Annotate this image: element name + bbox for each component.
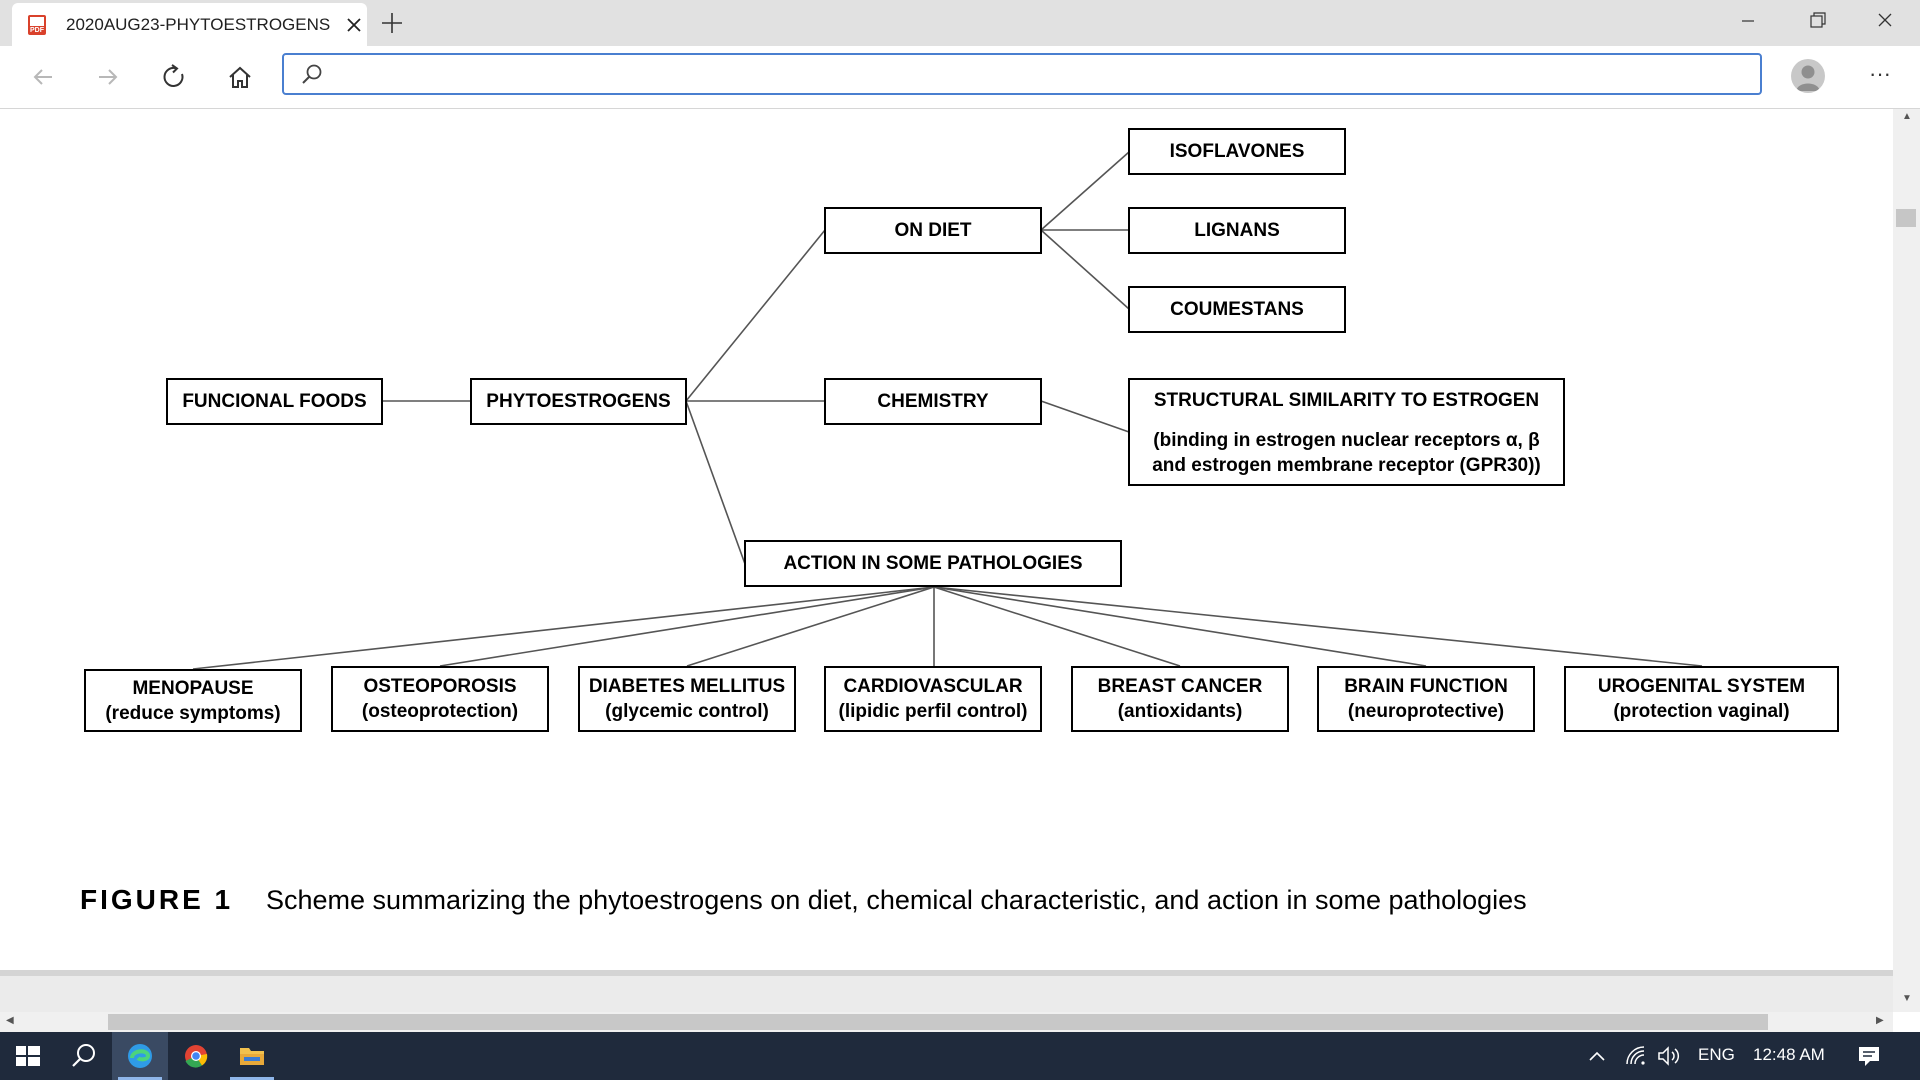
node-title: STRUCTURAL SIMILARITY TO ESTROGEN bbox=[1153, 390, 1540, 411]
vertical-scrollbar[interactable]: ▲ ▼ bbox=[1893, 109, 1920, 1012]
node-detail-line: and estrogen membrane receptor (GPR30)) bbox=[1152, 455, 1541, 476]
node-pathology: BREAST CANCER (antioxidants) bbox=[1071, 666, 1289, 732]
user-icon bbox=[1796, 65, 1820, 91]
horizontal-scrollbar[interactable]: ◀ ▶ bbox=[0, 1012, 1893, 1032]
node-funcional-foods: FUNCIONAL FOODS bbox=[166, 378, 383, 425]
node-subtitle: (glycemic control) bbox=[605, 701, 769, 722]
node-subtitle: (protection vaginal) bbox=[1613, 701, 1790, 722]
close-window-icon[interactable] bbox=[1863, 6, 1907, 36]
home-icon[interactable] bbox=[225, 62, 255, 92]
node-label: FUNCIONAL FOODS bbox=[182, 391, 367, 412]
node-title: BRAIN FUNCTION bbox=[1344, 676, 1508, 697]
more-options-icon[interactable]: ··· bbox=[1869, 61, 1891, 86]
node-pathology: OSTEOPOROSIS (osteoprotection) bbox=[331, 666, 549, 732]
node-label: COUMESTANS bbox=[1170, 299, 1304, 320]
search-icon bbox=[302, 64, 322, 84]
tab-bar: PDF 2020AUG23-PHYTOESTROGENS bbox=[0, 0, 1920, 46]
diagram-connectors bbox=[192, 151, 1703, 670]
edge-icon[interactable] bbox=[112, 1032, 168, 1080]
windows-start-icon[interactable] bbox=[0, 1032, 56, 1080]
node-subtitle: (neuroprotective) bbox=[1347, 701, 1505, 722]
taskbar: ENG 12:48 AM bbox=[0, 1032, 1920, 1080]
node-lignans: LIGNANS bbox=[1128, 207, 1346, 254]
restore-icon[interactable] bbox=[1795, 6, 1839, 36]
page-gap bbox=[0, 970, 1893, 1012]
profile-avatar[interactable] bbox=[1791, 59, 1825, 93]
forward-icon[interactable] bbox=[93, 62, 123, 92]
network-wifi-icon[interactable] bbox=[1624, 1044, 1648, 1068]
node-subtitle: (osteoprotection) bbox=[361, 701, 519, 722]
node-title: CARDIOVASCULAR bbox=[843, 676, 1023, 697]
node-title: MENOPAUSE bbox=[132, 677, 254, 699]
pdf-icon: PDF bbox=[28, 15, 46, 35]
search-icon[interactable] bbox=[56, 1032, 112, 1080]
node-subtitle: (reduce symptoms) bbox=[105, 702, 281, 724]
node-title: UROGENITAL SYSTEM bbox=[1597, 676, 1806, 697]
new-tab-icon[interactable] bbox=[379, 10, 405, 36]
active-app-indicator bbox=[230, 1077, 274, 1080]
node-structural-similarity: STRUCTURAL SIMILARITY TO ESTROGEN (bindi… bbox=[1128, 378, 1565, 486]
back-icon[interactable] bbox=[28, 62, 58, 92]
scroll-down-icon[interactable]: ▼ bbox=[1902, 993, 1912, 1004]
pdf-document-view: FUNCIONAL FOODS PHYTOESTROGENS ON DIET C… bbox=[0, 109, 1893, 969]
node-label: ACTION IN SOME PATHOLOGIES bbox=[783, 553, 1083, 574]
node-on-diet: ON DIET bbox=[824, 207, 1042, 254]
active-app-indicator bbox=[118, 1077, 162, 1080]
close-tab-icon[interactable] bbox=[342, 13, 366, 37]
scroll-left-icon[interactable]: ◀ bbox=[6, 1015, 14, 1026]
node-subtitle: (antioxidants) bbox=[1117, 701, 1243, 722]
node-label: ISOFLAVONES bbox=[1169, 141, 1305, 162]
show-hidden-icons-icon[interactable] bbox=[1587, 1046, 1607, 1066]
node-pathology: CARDIOVASCULAR (lipidic perfil control) bbox=[824, 666, 1042, 732]
notifications-icon[interactable] bbox=[1856, 1043, 1882, 1069]
language-indicator[interactable]: ENG bbox=[1698, 1045, 1735, 1064]
refresh-icon[interactable] bbox=[159, 62, 189, 92]
node-title: OSTEOPOROSIS bbox=[363, 676, 517, 697]
figure-label: FIGURE 1 bbox=[80, 884, 234, 915]
node-chemistry: CHEMISTRY bbox=[824, 378, 1042, 425]
address-bar[interactable] bbox=[282, 53, 1762, 95]
svg-text:PDF: PDF bbox=[30, 27, 45, 34]
address-input[interactable] bbox=[334, 61, 1738, 89]
navigation-bar: ··· bbox=[0, 46, 1920, 109]
figure-caption-text: Scheme summarizing the phytoestrogens on… bbox=[266, 885, 1527, 915]
node-action-pathologies: ACTION IN SOME PATHOLOGIES bbox=[744, 540, 1122, 587]
vertical-scroll-thumb[interactable] bbox=[1896, 209, 1916, 227]
tab-pdf-document[interactable]: PDF 2020AUG23-PHYTOESTROGENS bbox=[12, 3, 367, 46]
horizontal-scroll-thumb[interactable] bbox=[108, 1014, 1768, 1030]
system-clock[interactable]: 12:48 AM bbox=[1753, 1045, 1825, 1064]
node-label: PHYTOESTROGENS bbox=[486, 391, 671, 412]
file-explorer-icon[interactable] bbox=[224, 1032, 280, 1080]
node-pathology: MENOPAUSE (reduce symptoms) bbox=[84, 669, 302, 732]
node-title: DIABETES MELLITUS bbox=[588, 676, 786, 697]
volume-icon[interactable] bbox=[1656, 1044, 1682, 1068]
node-isoflavones: ISOFLAVONES bbox=[1128, 128, 1346, 175]
node-pathology: UROGENITAL SYSTEM (protection vaginal) bbox=[1564, 666, 1839, 732]
node-detail-line: (binding in estrogen nuclear receptors α… bbox=[1153, 430, 1540, 451]
node-subtitle: (lipidic perfil control) bbox=[838, 701, 1028, 722]
node-pathology: DIABETES MELLITUS (glycemic control) bbox=[578, 666, 796, 732]
chrome-icon[interactable] bbox=[168, 1032, 224, 1080]
node-title: BREAST CANCER bbox=[1097, 676, 1263, 697]
scroll-right-icon[interactable]: ▶ bbox=[1876, 1015, 1884, 1026]
minimize-icon[interactable] bbox=[1726, 6, 1770, 36]
node-label: CHEMISTRY bbox=[877, 391, 989, 412]
scroll-up-icon[interactable]: ▲ bbox=[1902, 111, 1912, 122]
tab-title: 2020AUG23-PHYTOESTROGENS bbox=[66, 15, 331, 34]
node-phytoestrogens: PHYTOESTROGENS bbox=[470, 378, 687, 425]
node-label: ON DIET bbox=[894, 220, 972, 241]
node-pathology: BRAIN FUNCTION (neuroprotective) bbox=[1317, 666, 1535, 732]
node-coumestans: COUMESTANS bbox=[1128, 286, 1346, 333]
node-label: LIGNANS bbox=[1194, 220, 1280, 241]
